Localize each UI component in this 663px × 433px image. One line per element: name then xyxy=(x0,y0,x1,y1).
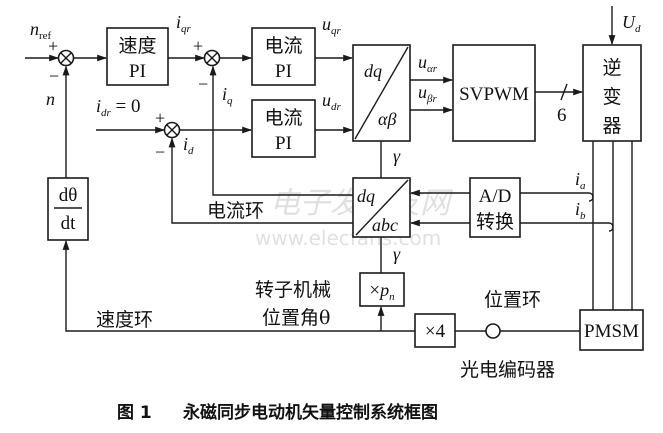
q-minus-sign: − xyxy=(198,74,208,94)
svg-text:A/D: A/D xyxy=(479,186,512,207)
gamma-bottom-label: γ xyxy=(393,244,401,264)
svg-text:SVPWM: SVPWM xyxy=(459,84,529,105)
svg-text:器: 器 xyxy=(602,115,621,137)
svg-text:abc: abc xyxy=(372,215,398,235)
bus-slash xyxy=(560,83,568,101)
udr-label: udr xyxy=(322,90,342,113)
encoder-circle xyxy=(485,323,501,339)
speed-loop-label: 速度环 xyxy=(96,309,153,331)
rotor-angle-label-line1: 转子机械 xyxy=(255,279,331,301)
svg-text:dt: dt xyxy=(61,213,77,234)
svg-text:电流: 电流 xyxy=(264,35,302,57)
svg-text:×pn: ×pn xyxy=(369,280,395,303)
svg-text:dq: dq xyxy=(364,61,382,81)
watermark-url: www.elecfans.com xyxy=(255,226,441,250)
figure-title: 永磁同步电动机矢量控制系统框图 xyxy=(182,402,438,423)
svpwm-block: SVPWM xyxy=(452,44,536,142)
speed-plus-sign: + xyxy=(48,36,58,56)
speed-loop-line xyxy=(62,240,415,332)
adc-block: A/D 转换 xyxy=(469,177,521,238)
q-plus-sign: + xyxy=(193,36,203,56)
pmsm-block: PMSM xyxy=(579,309,644,351)
uqr-label: uqr xyxy=(322,14,342,37)
speed-minus-sign: − xyxy=(49,66,59,86)
bus-width-label: 6 xyxy=(557,105,567,126)
speed-summing-junction xyxy=(57,49,75,67)
iq-feedback-line xyxy=(209,65,353,196)
id-label: id xyxy=(183,134,194,157)
idr-label: idr = 0 xyxy=(96,96,141,119)
ia-line xyxy=(520,192,594,202)
iqr-label: iqr xyxy=(176,12,192,35)
derivative-block: dθ dt xyxy=(47,177,89,241)
svg-text:速度: 速度 xyxy=(118,35,156,57)
ib-line xyxy=(520,222,614,232)
rotor-angle-label-line2: 位置角θ xyxy=(262,307,330,329)
svg-text:dq: dq xyxy=(357,186,375,206)
ia-label: ia xyxy=(575,169,586,192)
id-feedback-line xyxy=(168,137,353,224)
pole-pairs-block: ×pn xyxy=(359,272,405,307)
current-loop-label: 电流环 xyxy=(207,200,264,222)
svg-text:电流: 电流 xyxy=(264,107,302,129)
svg-text:PI: PI xyxy=(275,133,292,154)
position-loop-label: 位置环 xyxy=(484,289,541,311)
svg-text:PMSM: PMSM xyxy=(584,321,639,342)
gamma-top-label: γ xyxy=(393,146,401,166)
pole-pairs-subscript: n xyxy=(389,291,395,303)
current-pi-d-block: 电流 PI xyxy=(251,99,316,158)
svg-text:PI: PI xyxy=(275,61,292,82)
encoder-label: 光电编码器 xyxy=(460,359,555,381)
d-minus-sign: − xyxy=(155,142,165,162)
ud-label: Ud xyxy=(622,12,641,35)
figure-number: 图 1 xyxy=(117,403,152,423)
n-feedback-label: n xyxy=(46,89,55,109)
speed-pi-block: 速度 PI xyxy=(106,27,169,86)
times4-block: ×4 xyxy=(414,313,456,348)
u-alpha-label: uαr xyxy=(418,52,438,75)
svg-text:PI: PI xyxy=(129,61,146,82)
inverse-park-block: dq αβ xyxy=(352,44,411,142)
d-current-summing-junction xyxy=(163,121,181,139)
ib-label: ib xyxy=(575,199,586,222)
svg-text:逆: 逆 xyxy=(602,57,621,79)
svg-text:转换: 转换 xyxy=(476,211,514,233)
q-current-summing-junction xyxy=(203,49,221,67)
inverter-block: 逆 变 器 xyxy=(582,44,642,142)
d-plus-sign: + xyxy=(155,108,165,128)
current-pi-q-block: 电流 PI xyxy=(251,27,316,86)
iq-label: iq xyxy=(222,84,233,107)
svg-text:dθ: dθ xyxy=(59,185,78,206)
svg-text:变: 变 xyxy=(602,86,621,108)
park-clarke-block: dq abc xyxy=(352,177,411,238)
u-beta-label: uβr xyxy=(418,82,437,105)
svg-text:αβ: αβ xyxy=(378,109,396,129)
n-ref-label: nref xyxy=(30,19,52,42)
svg-text:×4: ×4 xyxy=(425,321,446,342)
